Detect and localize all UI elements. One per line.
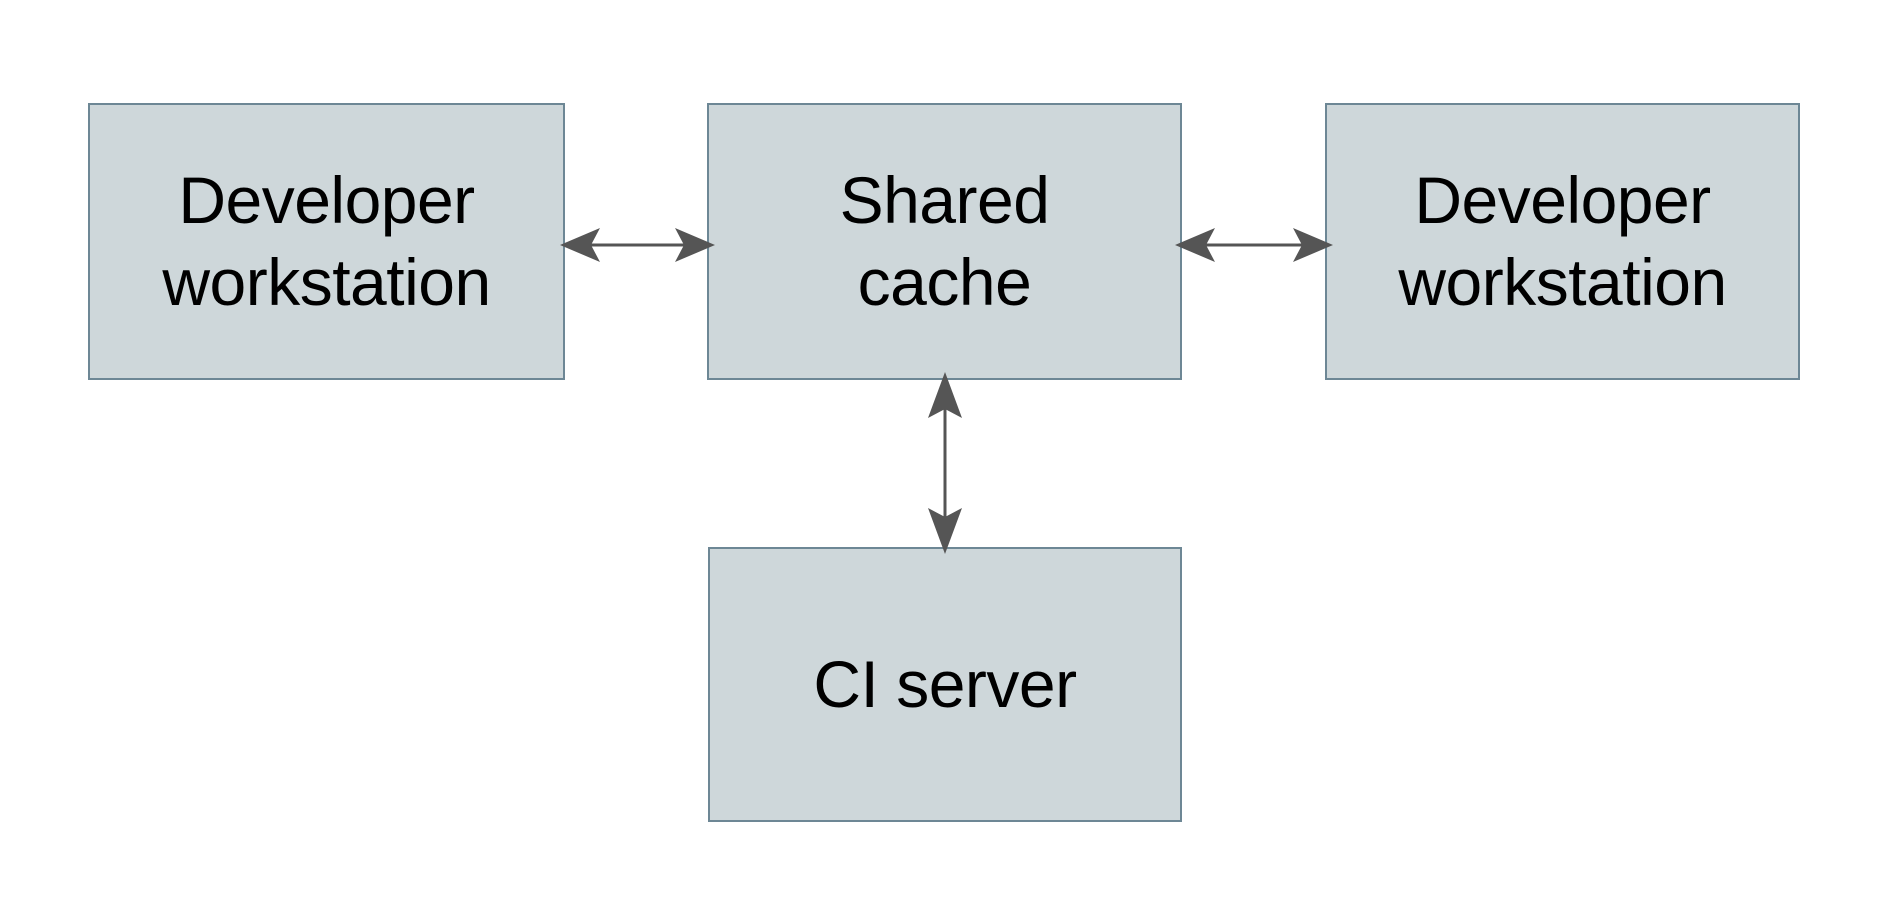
double-arrow-icon	[560, 228, 715, 262]
node-label: Developer workstation	[162, 163, 491, 319]
double-arrow-icon	[928, 372, 962, 554]
connector-left-workstation-to-shared-cache[interactable]	[560, 215, 715, 275]
connector-shared-cache-to-right-workstation[interactable]	[1175, 215, 1333, 275]
connector-shared-cache-to-ci-server[interactable]	[915, 372, 975, 554]
node-developer-workstation-left[interactable]: Developer workstation	[88, 103, 565, 380]
node-label: Shared cache	[839, 163, 1050, 319]
node-label: CI server	[813, 646, 1077, 721]
double-arrow-icon	[1175, 228, 1333, 262]
node-ci-server[interactable]: CI server	[708, 547, 1182, 822]
node-developer-workstation-right[interactable]: Developer workstation	[1325, 103, 1800, 380]
node-label: Developer workstation	[1398, 163, 1727, 319]
node-shared-cache[interactable]: Shared cache	[707, 103, 1182, 380]
